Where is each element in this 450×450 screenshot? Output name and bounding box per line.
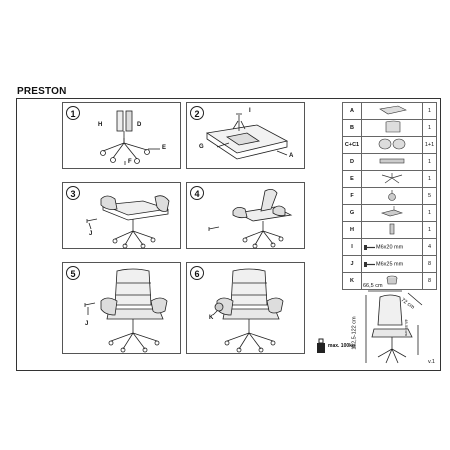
version-label: v.1 xyxy=(428,359,435,365)
part-id: C+C1 xyxy=(342,136,362,154)
cover-icon xyxy=(361,221,423,239)
dimension-chair-drawing xyxy=(365,290,423,364)
table-row: G 1 xyxy=(342,204,437,222)
parts-table: A 1 B 1 C+C1 1+1 D 1 E 1 F 5 G 1 H 1 I M… xyxy=(342,102,437,290)
part-label: E xyxy=(162,145,167,151)
step-3-panel: 3 J xyxy=(62,182,181,249)
step-1-drawing xyxy=(100,110,160,165)
part-id: A xyxy=(342,102,362,120)
part-qty: 1 xyxy=(422,153,437,171)
table-row: A 1 xyxy=(342,102,437,120)
step-3-drawing xyxy=(86,195,170,249)
part-qty: 4 xyxy=(422,238,437,256)
bolt-icon: M6x20 mm xyxy=(361,238,423,256)
armrest-icon xyxy=(361,136,423,154)
dimension-width: 66,5 cm xyxy=(363,283,383,289)
step-6-drawing xyxy=(212,268,284,353)
part-id: H xyxy=(342,221,362,239)
part-qty: 1 xyxy=(422,119,437,137)
table-row: J M6x25 mm 8 xyxy=(342,255,437,273)
max-load-label: max. 100kg xyxy=(328,343,355,349)
part-label: J xyxy=(85,321,89,327)
page-title: PRESTON xyxy=(17,86,67,97)
step-1-panel: 1 H D E F xyxy=(62,102,181,169)
backrest-icon xyxy=(361,119,423,137)
table-row: K 8 xyxy=(342,272,437,290)
table-row: E 1 xyxy=(342,170,437,188)
part-id: I xyxy=(342,238,362,256)
table-row: I M6x20 mm 4 xyxy=(342,238,437,256)
bolt-spec: M6x20 mm xyxy=(376,244,404,251)
part-qty: 1 xyxy=(422,170,437,188)
caster-icon xyxy=(361,187,423,205)
dimension-seat-height: 48-55 cm xyxy=(403,319,409,336)
table-row: H 1 xyxy=(342,221,437,239)
mechanism-icon xyxy=(361,204,423,222)
step-2-drawing xyxy=(205,113,289,160)
part-label: H xyxy=(98,122,103,128)
base-icon xyxy=(361,170,423,188)
part-qty: 1 xyxy=(422,102,437,120)
part-id: D xyxy=(342,153,362,171)
step-6-panel: 6 K xyxy=(186,262,305,354)
part-id: F xyxy=(342,187,362,205)
step-4-panel: 4 xyxy=(186,182,305,249)
part-qty: 8 xyxy=(422,272,437,290)
instruction-frame xyxy=(16,98,441,371)
part-label: G xyxy=(199,144,204,150)
seat-icon xyxy=(361,102,423,120)
step-number: 4 xyxy=(190,186,204,200)
part-label: K xyxy=(209,315,214,321)
step-number: 2 xyxy=(190,106,204,120)
part-label: F xyxy=(128,159,132,165)
table-row: B 1 xyxy=(342,119,437,137)
table-row: C+C1 1+1 xyxy=(342,136,437,154)
part-id: J xyxy=(342,255,362,273)
bolt-icon: M6x25 mm xyxy=(361,255,423,273)
part-qty: 1 xyxy=(422,221,437,239)
step-number: 3 xyxy=(66,186,80,200)
part-id: G xyxy=(342,204,362,222)
table-row: F 5 xyxy=(342,187,437,205)
step-number: 1 xyxy=(66,106,80,120)
part-id: B xyxy=(342,119,362,137)
part-id: E xyxy=(342,170,362,188)
step-4-drawing xyxy=(208,189,293,249)
cap-icon xyxy=(361,272,423,290)
part-qty: 5 xyxy=(422,187,437,205)
bolt-spec: M6x25 mm xyxy=(376,261,404,268)
step-5-panel: 5 J xyxy=(62,262,181,354)
part-qty: 1+1 xyxy=(422,136,437,154)
step-number: 6 xyxy=(190,266,204,280)
part-label: J xyxy=(89,231,93,237)
weight-icon xyxy=(317,338,325,353)
part-label: D xyxy=(137,122,142,128)
step-number: 5 xyxy=(66,266,80,280)
part-label: A xyxy=(289,153,294,159)
table-row: D 1 xyxy=(342,153,437,171)
gas-lift-icon xyxy=(361,153,423,171)
part-label: I xyxy=(249,108,251,114)
step-2-panel: 2 I G A xyxy=(186,102,305,169)
part-qty: 1 xyxy=(422,204,437,222)
part-qty: 8 xyxy=(422,255,437,273)
step-5-drawing xyxy=(84,268,168,353)
